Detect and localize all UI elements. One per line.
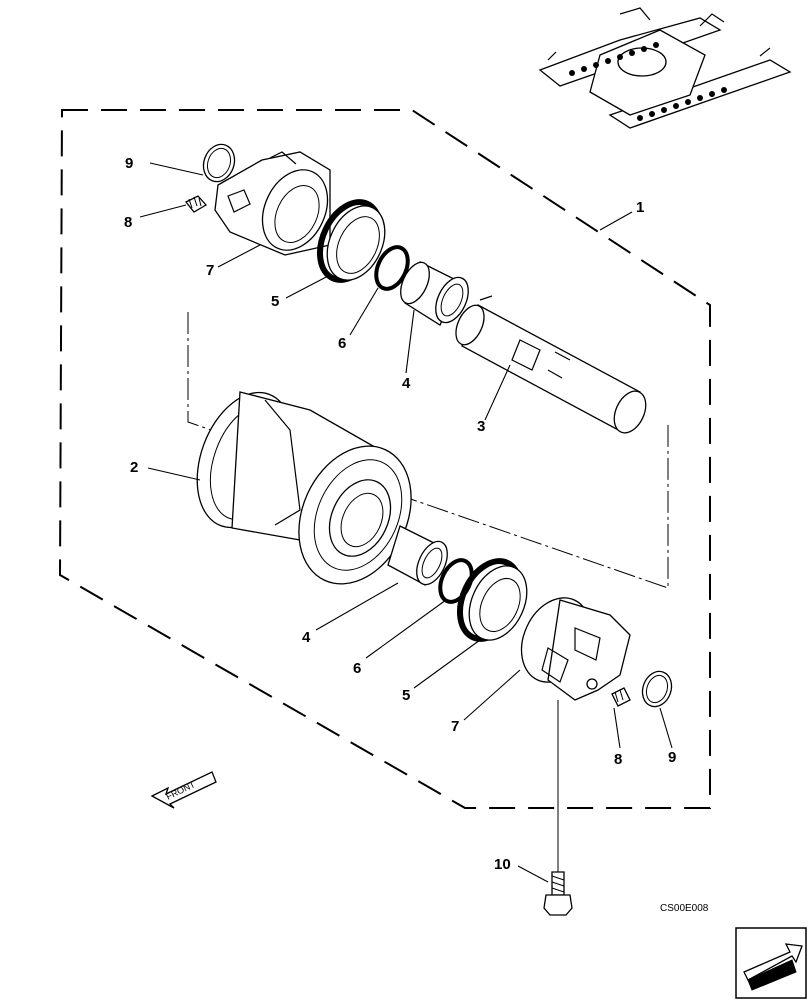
callout-2: 2 — [130, 459, 138, 476]
leader-lines — [139, 162, 673, 883]
o-ring-top — [374, 245, 410, 291]
subassembly-chain-outline — [187, 312, 669, 589]
retaining-ring-top — [202, 143, 236, 183]
callout-8-top: 8 — [124, 214, 132, 231]
front-arrow-icon: FRONT — [150, 771, 217, 809]
floating-seal-bottom — [457, 558, 528, 642]
callout-3: 3 — [477, 418, 485, 435]
collar-top — [214, 151, 331, 256]
track-frame-locator-icon — [538, 7, 792, 129]
callout-7-top: 7 — [206, 262, 214, 279]
callout-4-top: 4 — [402, 375, 411, 392]
floating-seal-top — [317, 199, 386, 283]
callout-8-bottom: 8 — [614, 751, 622, 768]
track-roller — [196, 391, 412, 585]
drawing-code: CS00E008 — [660, 903, 709, 914]
callout-9-bottom: 9 — [668, 749, 676, 766]
next-page-arrow-icon[interactable] — [735, 927, 807, 999]
callout-5-top: 5 — [271, 293, 279, 310]
shaft — [455, 295, 647, 434]
callout-5-bottom: 5 — [402, 687, 410, 704]
bolt — [543, 700, 573, 916]
callout-4-bottom: 4 — [302, 629, 311, 646]
callout-6-bottom: 6 — [353, 660, 361, 677]
plug-top — [184, 195, 208, 213]
collar-bottom — [520, 597, 631, 701]
callout-10: 10 — [494, 856, 511, 873]
bushing-top — [400, 261, 469, 326]
bushing-bottom — [387, 525, 448, 586]
callout-1: 1 — [636, 199, 644, 216]
callout-9-top: 9 — [125, 155, 133, 172]
retaining-ring-bottom — [641, 670, 673, 708]
callout-6-top: 6 — [338, 335, 346, 352]
callout-7-bottom: 7 — [451, 718, 459, 735]
plug-bottom — [611, 687, 631, 707]
assembly-boundary — [58, 109, 711, 809]
